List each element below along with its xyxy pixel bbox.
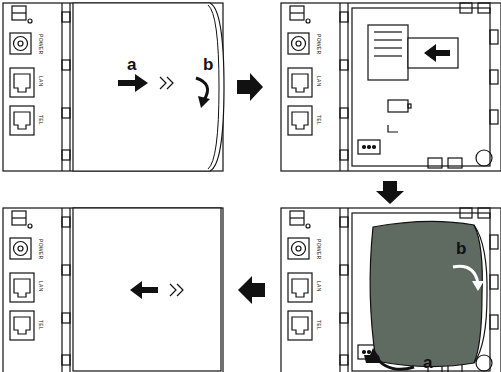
step-arrow (376, 181, 404, 204)
lift-arrow-head (198, 96, 210, 108)
device-side (3, 208, 223, 372)
port-label: TEL (316, 320, 321, 330)
port-label: POWER (38, 34, 43, 54)
panel-open-cover (3, 3, 224, 171)
lift-arrow (196, 78, 208, 100)
port-label: TEL (316, 115, 321, 125)
cover (73, 3, 224, 171)
panel-close-cover (3, 208, 223, 372)
step-letter: a (423, 354, 432, 371)
battery-bay (352, 3, 498, 168)
port-label: TEL (38, 115, 43, 125)
battery (370, 221, 482, 366)
port-label: LAN (38, 76, 43, 87)
step-arrow (237, 73, 263, 101)
step-arrow (238, 276, 265, 304)
cover-edge (208, 5, 219, 169)
port-label: POWER (316, 34, 321, 54)
cover (73, 208, 221, 371)
chevrons (160, 77, 173, 89)
panel-insert-battery (281, 208, 501, 372)
step-letter: b (456, 240, 466, 257)
step-letter: b (203, 56, 213, 73)
slide-arrow (118, 74, 148, 92)
battery-plug (364, 355, 382, 363)
port-label: TEL (38, 320, 43, 330)
battery-edge (474, 225, 487, 363)
sim-arrow (424, 44, 450, 62)
device-side (3, 3, 223, 171)
port-label: LAN (38, 281, 43, 292)
device-side (281, 208, 501, 372)
step-letter: a (127, 56, 136, 73)
press-arrow (453, 266, 478, 283)
panel-insert-sim (281, 3, 501, 171)
battery-bay (352, 208, 498, 372)
port-label: POWER (316, 239, 321, 259)
slide-arrow (130, 281, 158, 299)
press-arrow-head (472, 281, 484, 291)
port-label: POWER (38, 239, 43, 259)
chevrons (170, 284, 183, 296)
device-side (281, 3, 501, 171)
battery-icon (388, 100, 411, 132)
port-label: LAN (316, 76, 321, 87)
port-label: LAN (316, 281, 321, 292)
sim-holder (368, 25, 458, 80)
